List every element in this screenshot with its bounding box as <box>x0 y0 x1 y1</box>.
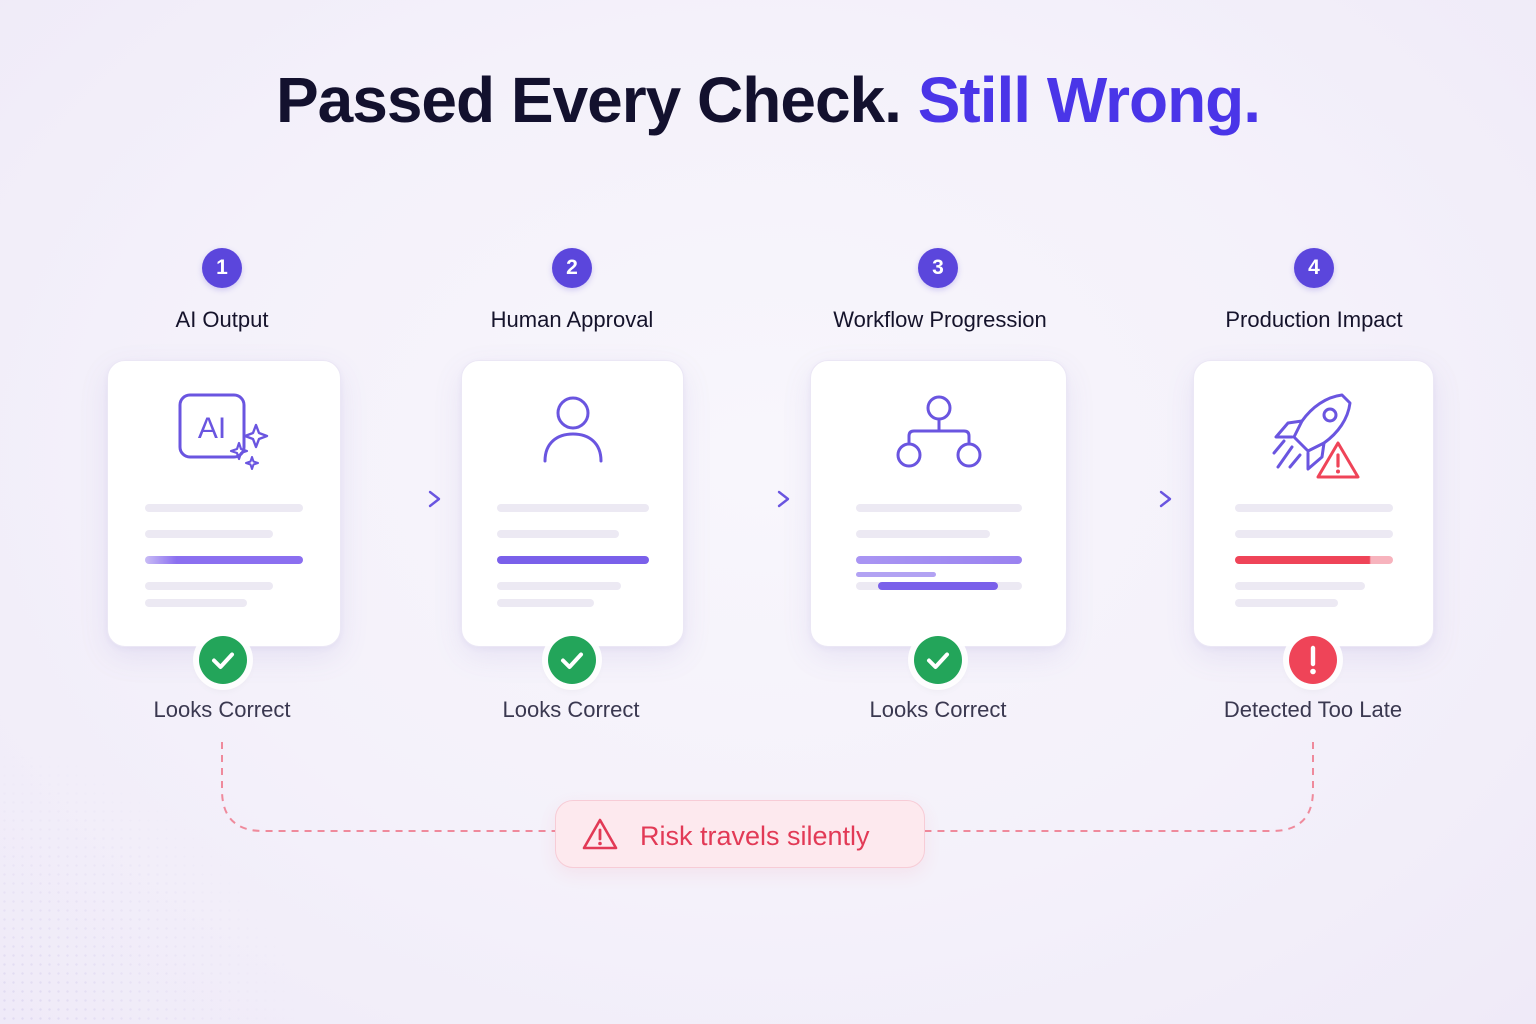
step-3-card <box>810 360 1067 647</box>
highlighted-line <box>497 556 649 564</box>
background-dot-pattern <box>0 744 300 1024</box>
arrow-right-icon <box>1087 490 1172 508</box>
ai-icon-text: AI <box>198 412 226 445</box>
check-circle-icon <box>548 636 596 684</box>
arrow-right-icon <box>705 490 790 508</box>
exclamation-circle-icon <box>1289 636 1337 684</box>
workflow-nodes-icon <box>894 394 984 475</box>
warning-triangle-icon <box>582 818 618 850</box>
content-placeholder-line <box>856 504 1022 512</box>
highlighted-line <box>145 556 303 564</box>
content-placeholder-line <box>145 530 273 538</box>
highlighted-line <box>856 572 936 577</box>
content-placeholder-line <box>856 530 990 538</box>
content-placeholder-line <box>1235 504 1393 512</box>
step-2-card <box>461 360 684 647</box>
step-1-card: AI <box>107 360 341 647</box>
rocket-warning-icon <box>1264 391 1364 490</box>
content-placeholder-line <box>145 582 273 590</box>
step-2-status: Looks Correct <box>502 697 640 722</box>
content-placeholder-line <box>497 582 621 590</box>
risk-callout: Risk travels silently <box>555 800 925 868</box>
content-placeholder-line <box>145 599 247 607</box>
step-4-status: Detected Too Late <box>1223 697 1403 722</box>
step-4-card <box>1193 360 1434 647</box>
arrow-right-icon <box>360 490 441 508</box>
step-2-label: Human Approval <box>490 307 654 332</box>
title-main: Passed Every Check. <box>275 64 902 136</box>
step-3-number-badge: 3 <box>918 248 958 288</box>
content-placeholder-line <box>1235 530 1393 538</box>
content-placeholder-line <box>145 504 303 512</box>
step-4-number-badge: 4 <box>1294 248 1334 288</box>
error-highlighted-line <box>1235 556 1393 564</box>
check-circle-icon <box>199 636 247 684</box>
content-placeholder-line <box>497 504 649 512</box>
risk-label: Risk travels silently <box>640 821 870 851</box>
step-3-status: Looks Correct <box>869 697 1007 722</box>
step-1-status: Looks Correct <box>153 697 291 722</box>
content-placeholder-line <box>1235 582 1365 590</box>
content-placeholder-line <box>1235 599 1338 607</box>
step-4-label: Production Impact <box>1225 307 1403 332</box>
highlighted-line <box>856 556 1022 564</box>
step-1-label: AI Output <box>175 307 269 332</box>
step-3-label: Workflow Progression <box>833 307 1047 332</box>
content-placeholder-line <box>497 599 594 607</box>
title-accent: Still Wrong. <box>917 64 1261 136</box>
person-icon <box>538 393 608 470</box>
check-circle-icon <box>914 636 962 684</box>
highlighted-line <box>878 582 998 590</box>
step-2-number-badge: 2 <box>552 248 592 288</box>
page-title: Passed Every Check. Still Wrong. <box>0 62 1536 138</box>
step-1-number-badge: 1 <box>202 248 242 288</box>
ai-sparkle-icon: AI <box>176 391 272 480</box>
content-placeholder-line <box>497 530 619 538</box>
